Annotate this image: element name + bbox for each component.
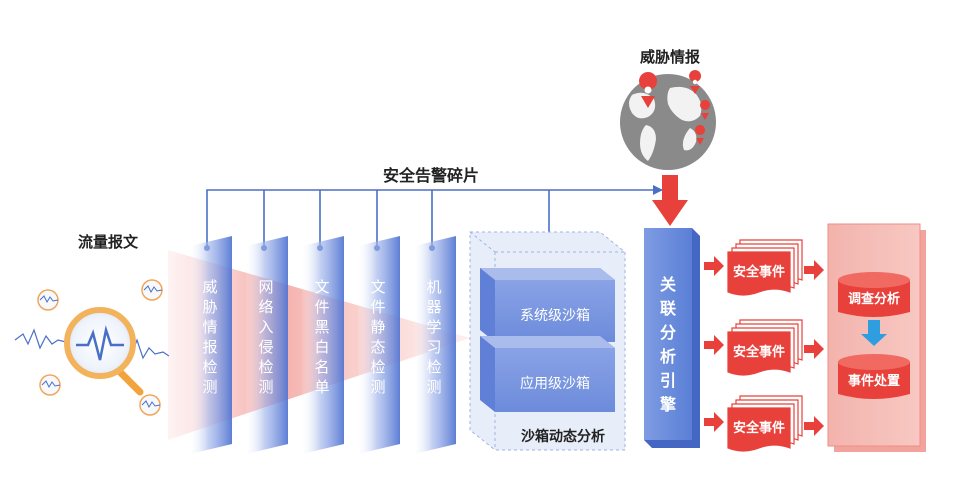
investigate-cylinder [838, 272, 910, 317]
engine-label: 关联分析引擎 [660, 275, 677, 414]
detector-panel-3: 文件黑白名单 [302, 236, 344, 454]
system-sandbox-label: 系统级沙箱 [520, 308, 590, 324]
correlation-engine [644, 228, 700, 448]
detector-panel-2: 网络入侵检测 [246, 236, 288, 454]
system-sandbox-box [480, 268, 615, 342]
detector-label: 机器学习检测 [426, 278, 441, 396]
magnifier-icon [64, 307, 144, 396]
detector-label: 文件静态检测 [370, 278, 385, 396]
detector-panel-4: 文件静态检测 [358, 236, 400, 454]
app-sandbox-box [480, 336, 615, 412]
security-event-label: 安全事件 [733, 420, 785, 436]
threat-intel-label: 威胁情报 [640, 48, 700, 66]
engine-label-text: 关联分析引擎 [660, 275, 677, 414]
security-event-2: 安全事件 [727, 319, 803, 376]
detector-panel-1: 威胁情报检测 [190, 236, 232, 454]
security-event-label: 安全事件 [733, 264, 785, 280]
security-event-1: 安全事件 [727, 239, 803, 296]
detector-panel-5: 机器学习检测 [414, 236, 456, 454]
response-panel [827, 223, 926, 452]
handle-cylinder [838, 354, 910, 399]
detector-label: 网络入侵检测 [258, 278, 273, 396]
investigate-label: 调查分析 [848, 291, 900, 307]
handle-label: 事件处置 [848, 373, 900, 389]
globe-icon [620, 74, 716, 170]
threat-intel-arrow [652, 175, 688, 226]
alert-fragments-label: 安全告警碎片 [383, 166, 479, 185]
security-event-3: 安全事件 [727, 395, 803, 452]
app-sandbox-label: 应用级沙箱 [520, 375, 590, 392]
detector-panels: 威胁情报检测 网络入侵检测 文件黑白名单 文件静态检测 机器学习检测 [190, 236, 456, 454]
detector-label: 文件黑白名单 [314, 278, 329, 396]
traffic-label: 流量报文 [78, 233, 139, 251]
map-pin-icons [639, 70, 711, 145]
down-arrow-icon [861, 320, 887, 346]
sandbox-analysis-label: 沙箱动态分析 [521, 428, 605, 445]
security-event-label: 安全事件 [733, 344, 785, 360]
detector-label: 威胁情报检测 [202, 278, 217, 396]
event-arrows [704, 256, 824, 436]
